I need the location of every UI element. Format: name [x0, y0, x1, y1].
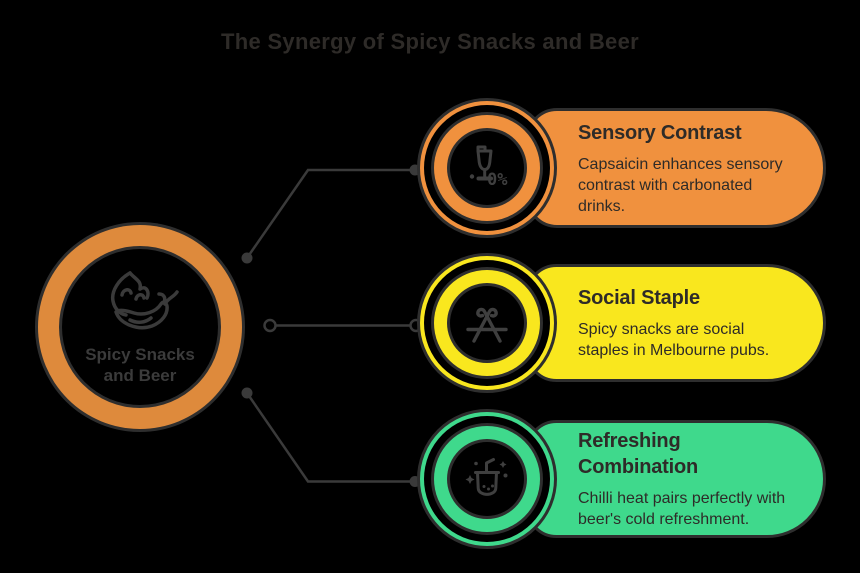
connector-dot — [241, 387, 253, 399]
card-description: Spicy snacks are social staples in Melbo… — [578, 321, 770, 359]
connector-bottom — [245, 392, 415, 483]
badge-ring — [434, 426, 540, 532]
page-title: The Synergy of Spicy Snacks and Beer — [221, 29, 639, 54]
badge-inner-outline — [447, 439, 527, 519]
badge-ring: 0% — [434, 115, 540, 221]
badge-inner-outline — [447, 283, 527, 363]
connector-ring — [263, 318, 277, 333]
connector-dot — [241, 252, 253, 264]
connector-top — [245, 168, 415, 259]
fizzy-drink-icon — [465, 458, 508, 496]
hub-ring: Spicy Snacks and Beer — [38, 225, 242, 429]
card-title: Social Staple — [578, 287, 700, 309]
card-title: Refreshing Combination — [578, 430, 699, 478]
card-body: Refreshing Combination Chilli heat pairs… — [526, 420, 826, 538]
badge-ring — [434, 270, 540, 376]
badge-circle — [431, 423, 543, 535]
badge-circle: 0% — [431, 112, 543, 224]
hub-inner-outline: Spicy Snacks and Beer — [59, 246, 221, 408]
hub-label: Spicy Snacks and Beer — [85, 345, 195, 385]
crossed-snack-sticks-icon — [466, 307, 508, 343]
badge-circle — [431, 267, 543, 379]
card-title: Sensory Contrast — [578, 121, 742, 144]
card-description: Chilli heat pairs perfectly with beer's … — [578, 490, 786, 528]
badge-face — [450, 286, 524, 360]
hub-circle: Spicy Snacks and Beer — [35, 222, 245, 432]
badge-face: 0% — [450, 131, 524, 205]
card-body: Sensory Contrast Capsaicin enhances sens… — [526, 108, 826, 228]
zero-percent-glass-icon: 0% — [469, 145, 508, 190]
svg-text:0%: 0% — [487, 170, 508, 190]
badge-face — [450, 442, 524, 516]
chili-flame-icon — [110, 271, 179, 330]
card-body: Social Staple Spicy snacks are social st… — [526, 264, 826, 382]
badge-inner-outline: 0% — [447, 128, 527, 208]
hub-face: Spicy Snacks and Beer — [62, 249, 218, 405]
card-description: Capsaicin enhances sensory contrast with… — [578, 155, 783, 215]
